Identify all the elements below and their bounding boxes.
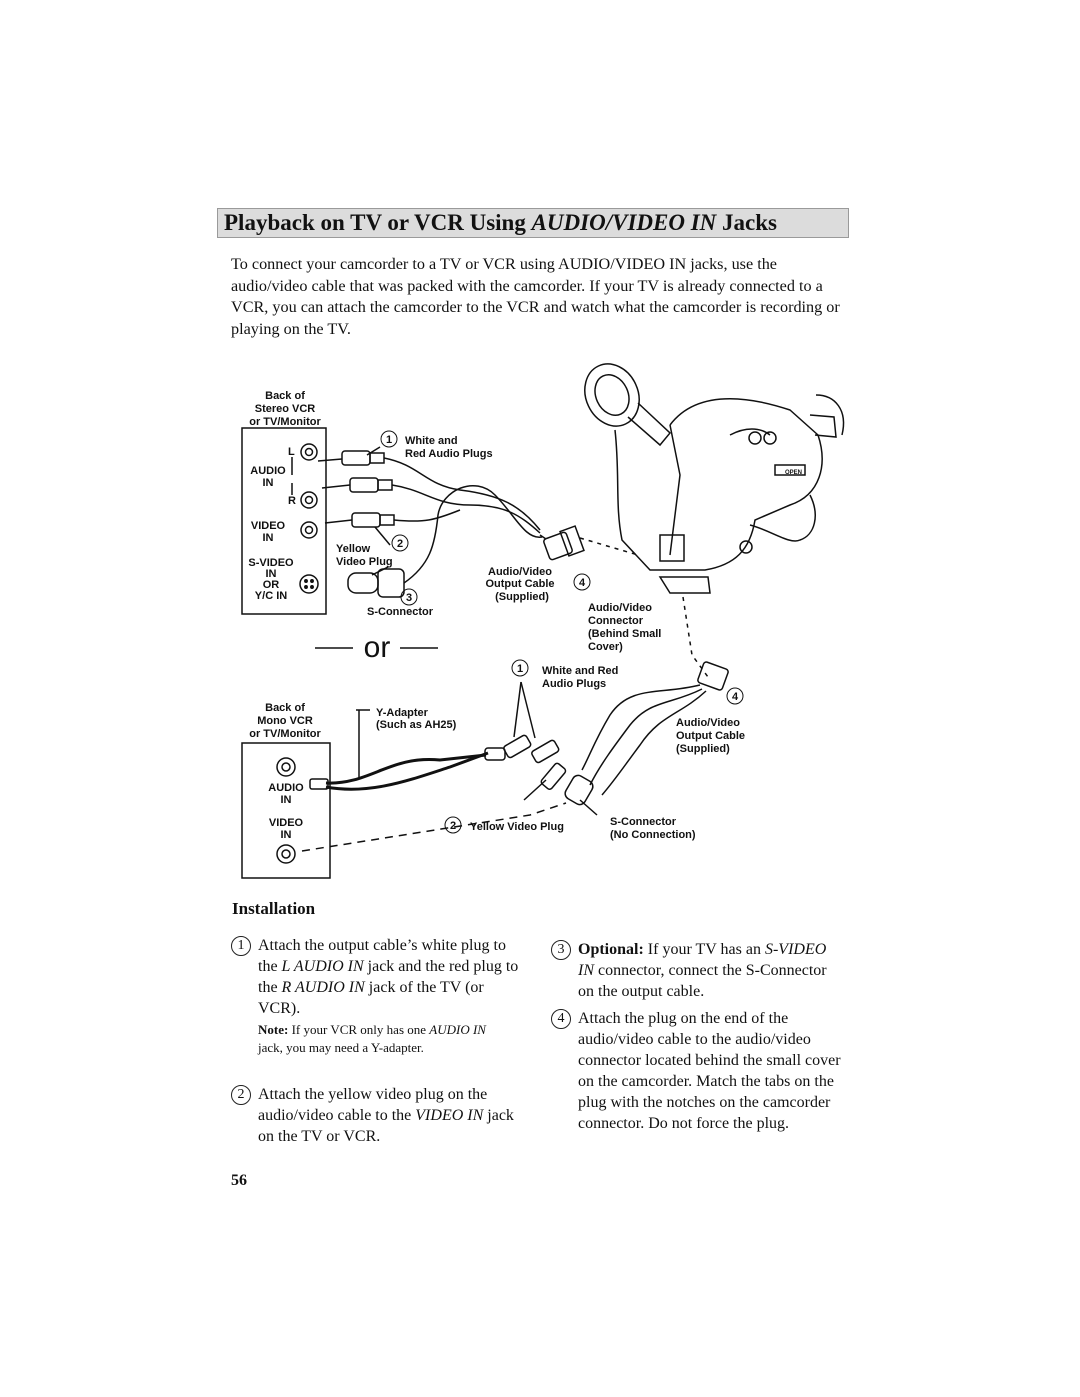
svideo-label-4: Y/C IN bbox=[255, 590, 287, 602]
mono-audio-jack-icon bbox=[276, 757, 296, 777]
av-connector-plug-icon bbox=[543, 525, 585, 561]
installation-heading: Installation bbox=[232, 899, 316, 918]
camcorder-icon bbox=[584, 363, 845, 594]
step-number-4: 4 bbox=[551, 1009, 571, 1029]
yellow-plug-top-label-2: Video Plug bbox=[336, 556, 393, 568]
mono-video-jack-icon bbox=[276, 844, 296, 864]
callouts bbox=[380, 430, 744, 834]
video-in-label-1: VIDEO bbox=[251, 520, 286, 532]
step-1: 1 Attach the output cable’s white plug t… bbox=[231, 935, 521, 1019]
mono-back-label-3: or TV/Monitor bbox=[249, 728, 321, 740]
step-number-3: 3 bbox=[551, 940, 571, 960]
yellow-plug-bottom-label: Yellow Video Plug bbox=[470, 821, 564, 833]
white-red-top-label-2: Red Audio Plugs bbox=[405, 448, 493, 460]
mono-back-label-1: Back of bbox=[265, 702, 305, 714]
callout-2-top: 2 bbox=[397, 538, 403, 550]
av-cable-bottom-label-2: Output Cable bbox=[676, 730, 745, 742]
step-2: 2 Attach the yellow video plug on the au… bbox=[231, 1084, 521, 1147]
white-red-bottom-label-2: Audio Plugs bbox=[542, 678, 606, 690]
page-number: 56 bbox=[231, 1172, 247, 1189]
jack-l-label: L bbox=[288, 446, 295, 458]
step-2-text: Attach the yellow video plug on the audi… bbox=[258, 1086, 514, 1145]
callout-2-bottom: 2 bbox=[450, 820, 456, 832]
y-adapter-label-2: (Such as AH25) bbox=[376, 719, 457, 731]
stereo-back-label-2: Stereo VCR bbox=[255, 403, 316, 415]
step-4-text: Attach the plug on the end of the audio/… bbox=[578, 1010, 841, 1132]
callout-4-top: 4 bbox=[579, 577, 586, 589]
jack-r-icon bbox=[300, 491, 318, 509]
page-title: Playback on TV or VCR Using AUDIO/VIDEO … bbox=[224, 210, 777, 235]
jack-l-icon bbox=[300, 443, 318, 461]
white-red-top-label-1: White and bbox=[405, 435, 458, 447]
audio-in-label-1: AUDIO bbox=[250, 465, 286, 477]
av-cable-top-label-1: Audio/Video bbox=[488, 566, 552, 578]
step-3: 3 Optional: If your TV has an S-VIDEO IN… bbox=[551, 939, 841, 1002]
callout-4-bottom: 4 bbox=[732, 691, 739, 703]
yellow-plug-top-label-1: Yellow bbox=[336, 543, 371, 555]
step-1-text: Attach the output cable’s white plug to … bbox=[258, 937, 519, 1017]
video-in-mono-label-1: VIDEO bbox=[269, 817, 304, 829]
connection-diagram: 1 2 3 4 1 4 2 Back of Stereo VCR or TV/M… bbox=[241, 363, 845, 879]
step-number-2: 2 bbox=[231, 1085, 251, 1105]
s-connector-bottom-label-1: S-Connector bbox=[610, 816, 677, 828]
s-connector-lower-icon bbox=[564, 774, 594, 806]
svideo-label-3: OR bbox=[263, 579, 280, 591]
callout-3-top: 3 bbox=[406, 592, 412, 604]
av-connector-label-2: Connector bbox=[588, 615, 644, 627]
video-in-label-2: IN bbox=[263, 532, 274, 544]
av-connector-plug-lower-icon bbox=[697, 661, 729, 691]
audio-in-mono-label-2: IN bbox=[281, 794, 292, 806]
intro-paragraph: To connect your camcorder to a TV or VCR… bbox=[231, 255, 840, 338]
av-cable-top-label-3: (Supplied) bbox=[495, 591, 549, 603]
y-adapter-label-1: Y-Adapter bbox=[376, 707, 429, 719]
white-plug-lower-icon bbox=[503, 734, 532, 759]
av-connector-label-3: (Behind Small bbox=[588, 628, 661, 640]
s-connector-top-label: S-Connector bbox=[367, 606, 434, 618]
stereo-back-label-3: or TV/Monitor bbox=[249, 416, 321, 428]
svideo-label-2: IN bbox=[266, 568, 277, 580]
av-connector-label-4: Cover) bbox=[588, 641, 623, 653]
note: Note: If your VCR only has one AUDIO IN … bbox=[258, 1022, 486, 1055]
jack-video-icon bbox=[300, 521, 318, 539]
step-number-1: 1 bbox=[231, 936, 251, 956]
jack-svideo-icon bbox=[299, 574, 319, 594]
av-connector-label-1: Audio/Video bbox=[588, 602, 652, 614]
step-3-text: Optional: If your TV has an S-VIDEO IN c… bbox=[578, 941, 827, 1000]
yellow-plug-icon bbox=[324, 512, 395, 528]
mono-vcr-panel bbox=[241, 742, 331, 879]
av-cable-bottom-label-1: Audio/Video bbox=[676, 717, 740, 729]
or-label: or bbox=[364, 631, 391, 664]
audio-in-label-2: IN bbox=[263, 477, 274, 489]
video-in-mono-label-2: IN bbox=[281, 829, 292, 841]
y-adapter-icon bbox=[309, 747, 506, 791]
title-bar: Playback on TV or VCR Using AUDIO/VIDEO … bbox=[217, 208, 849, 238]
callout-1-bottom: 1 bbox=[517, 663, 523, 675]
svideo-label-1: S-VIDEO bbox=[248, 557, 294, 569]
stereo-vcr-panel bbox=[241, 427, 327, 615]
yellow-plug-lower-icon bbox=[540, 762, 567, 790]
white-plug-icon bbox=[317, 450, 385, 466]
av-cable-top-label-2: Output Cable bbox=[485, 578, 554, 590]
white-red-bottom-label-1: White and Red bbox=[542, 665, 618, 677]
s-connector-bottom-label-2: (No Connection) bbox=[610, 829, 696, 841]
stereo-back-label-1: Back of bbox=[265, 390, 305, 402]
audio-in-mono-label-1: AUDIO bbox=[268, 782, 304, 794]
step-4: 4 Attach the plug on the end of the audi… bbox=[551, 1008, 841, 1134]
callout-1-top: 1 bbox=[386, 434, 392, 446]
av-cable-bottom-label-3: (Supplied) bbox=[676, 743, 730, 755]
jack-r-label: R bbox=[288, 495, 296, 507]
red-plug-icon bbox=[321, 477, 393, 493]
mono-back-label-2: Mono VCR bbox=[257, 715, 313, 727]
camcorder-open-mark: OPEN bbox=[785, 470, 802, 476]
red-plug-lower-icon bbox=[531, 739, 560, 764]
